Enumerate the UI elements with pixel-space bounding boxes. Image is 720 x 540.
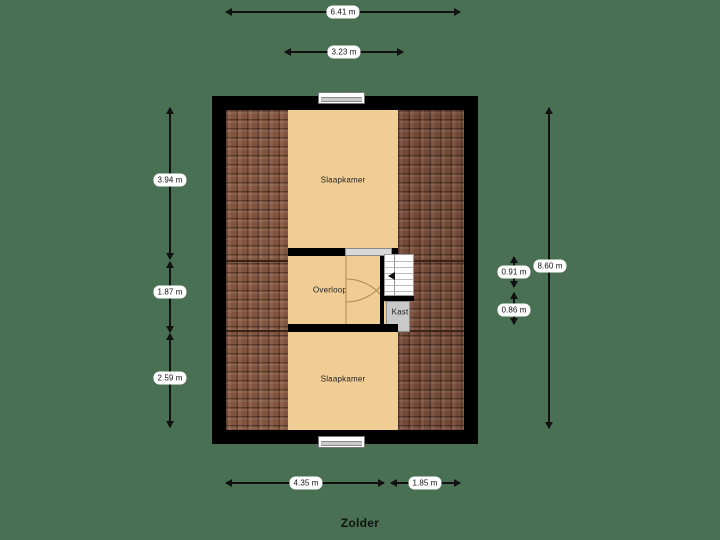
- door-jamb-overloop-north[interactable]: [345, 248, 392, 256]
- room-floor-slaapkamer-bottom: [288, 332, 398, 430]
- dimension-label-left-lower: 2.59 m: [153, 371, 187, 385]
- stair-step: [385, 267, 413, 268]
- room-label-slaapkamer-bottom: Slaapkamer: [320, 374, 366, 384]
- room-label-slaapkamer-top: Slaapkamer: [320, 175, 366, 185]
- stair-step: [385, 279, 413, 280]
- interior-wall-overloop-bottom: [288, 324, 398, 332]
- stair-step: [385, 285, 413, 286]
- roof-seam-left-upper: [226, 260, 288, 262]
- dimension-label-left-upper: 3.94 m: [153, 173, 187, 187]
- stair-step: [385, 261, 413, 262]
- roof-seam-right-upper: [398, 260, 464, 262]
- interior-wall-stair-left: [380, 256, 384, 324]
- window-top: [318, 92, 365, 104]
- interior-wall-kast-top: [380, 296, 414, 301]
- dimension-label-bottom-left: 4.35 m: [289, 476, 323, 490]
- roof-seam-right-lower: [398, 330, 464, 332]
- dimension-label-right-inner-upper: 0.91 m: [497, 265, 531, 279]
- page-title: Zolder: [340, 516, 380, 530]
- room-label-overloop: Overloop: [312, 285, 348, 295]
- dimension-label-top-overall: 6.41 m: [326, 5, 360, 19]
- dimension-label-bottom-right: 1.85 m: [408, 476, 442, 490]
- stair-direction-arrow-icon: [388, 272, 395, 280]
- stair-step: [385, 273, 413, 274]
- roof-slope-left: [226, 110, 288, 430]
- dimension-label-right-inner-lower: 0.86 m: [497, 303, 531, 317]
- staircase[interactable]: [384, 254, 414, 297]
- window-bottom: [318, 436, 365, 448]
- dimension-label-right-overall: 8.60 m: [533, 259, 567, 273]
- dimension-label-top-inner: 3.23 m: [327, 45, 361, 59]
- window-pane: [321, 96, 362, 102]
- stair-step: [385, 291, 413, 292]
- room-label-kast: Kast: [391, 307, 409, 317]
- dimension-label-left-middle: 1.87 m: [153, 285, 187, 299]
- interior-wall-overloop-top: [288, 248, 398, 256]
- building-outline: Slaapkamer Overloop: [212, 92, 478, 448]
- window-pane: [321, 440, 362, 446]
- roof-seam-left-lower: [226, 330, 288, 332]
